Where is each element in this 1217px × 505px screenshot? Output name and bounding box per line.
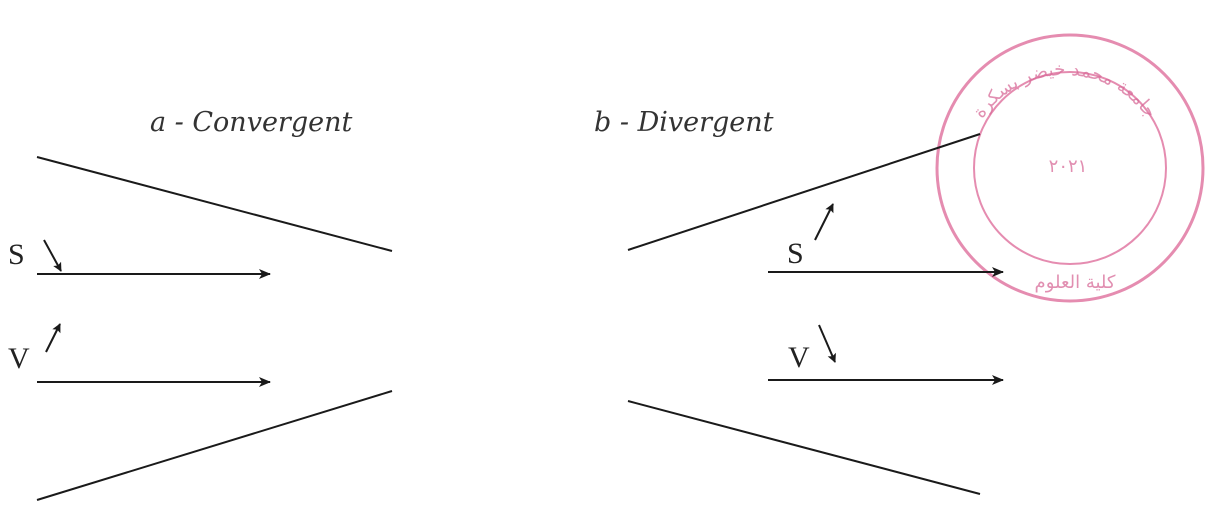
divergent-nozzle: b - Divergent S V (594, 107, 1004, 495)
stamp-bottom-text: كلية العلوم (1035, 272, 1116, 293)
stamp-top-text: جامعة محمد خيضر بسكرة (969, 59, 1161, 122)
convergent-v-label: V (8, 342, 30, 375)
stamp-center-text: ٢٠٢١ (1049, 156, 1088, 177)
divergent-s-increase-arrow (814, 203, 834, 241)
convergent-upper-wall (36, 156, 393, 252)
divergent-v-decrease-arrow (818, 324, 836, 363)
convergent-nozzle: a - Convergent S V (8, 107, 393, 501)
divergent-v-label: V (788, 341, 810, 374)
convergent-s-decrease-arrow (43, 239, 62, 272)
divergent-upper-wall (627, 133, 981, 251)
convergent-v-increase-arrow (45, 323, 61, 353)
convergent-title: a - Convergent (150, 107, 352, 138)
university-stamp: جامعة محمد خيضر بسكرة ٢٠٢١ كلية العلوم (935, 33, 1205, 303)
divergent-title: b - Divergent (594, 107, 774, 138)
convergent-lower-wall (36, 390, 393, 501)
convergent-s-label: S (8, 238, 25, 271)
divergent-lower-wall (627, 400, 981, 495)
divergent-s-label: S (787, 237, 804, 270)
